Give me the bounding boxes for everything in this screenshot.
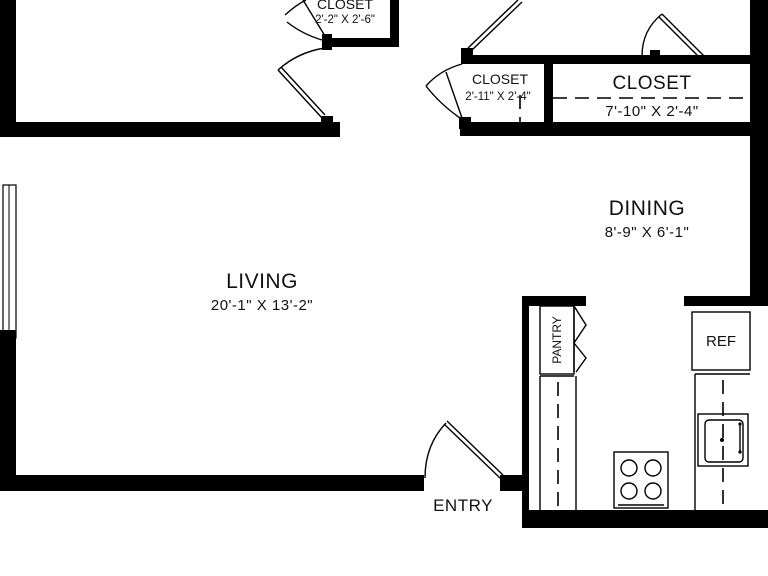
wall-right: [750, 0, 768, 306]
dining-dims: 8'-9" X 6'-1": [605, 224, 690, 241]
wall-living-north: [0, 122, 340, 137]
jamb-dining-door: [650, 50, 660, 62]
closet-small-name: CLOSET: [472, 71, 528, 87]
wall-kitchen-south: [522, 510, 768, 528]
living-dims: 20'-1" X 13'-2": [211, 297, 313, 314]
wall-closet-row-bottom: [460, 122, 768, 136]
wall-living-south: [0, 475, 424, 491]
pantry-box: [539, 305, 575, 375]
wall-left-upper: [0, 0, 16, 137]
jamb-closet-small: [461, 48, 473, 64]
closet-small-dims: 2'-11" X 2'-4": [465, 91, 530, 103]
refrigerator: [691, 311, 751, 371]
living-name: LIVING: [226, 270, 298, 293]
door-living-upper[interactable]: [277, 47, 326, 119]
closet-top-dims: 2'-2" X 2'-6": [315, 14, 375, 26]
wall-entry-right: [500, 475, 528, 491]
wall-closet-divider: [544, 56, 553, 136]
jamb-living-door: [321, 116, 333, 128]
labels: CLOSET 2'-2" X 2'-6" CLOSET 2'-11" X 2'-…: [211, 0, 736, 515]
wall-left-lower: [0, 338, 16, 490]
wall-kitchen-north-right: [684, 296, 768, 306]
closet-top-name: CLOSET: [317, 0, 373, 12]
wall-closet-row-top: [466, 55, 768, 64]
wall-top-closet-right: [390, 0, 399, 47]
pantry-label: PANTRY: [550, 316, 564, 364]
window-left: [0, 184, 17, 339]
door-upper-center[interactable]: [467, 0, 523, 51]
door-entry[interactable]: [424, 420, 504, 479]
walls: [0, 0, 768, 528]
wall-kitchen-west: [522, 296, 529, 528]
door-closet-small[interactable]: [425, 63, 463, 119]
closet-large-dims: 7'-10" X 2'-4": [605, 103, 698, 120]
stove: [613, 451, 669, 509]
door-pantry[interactable]: [573, 305, 587, 373]
door-dining-upper[interactable]: [641, 13, 707, 61]
wall-kitchen-north-left: [522, 296, 586, 306]
jamb-top-closet: [322, 34, 332, 50]
entry-label: ENTRY: [433, 496, 493, 515]
jamb-closet-small-bottom: [459, 117, 471, 129]
kitchen: [539, 305, 751, 510]
wall-top-closet-bottom: [322, 38, 392, 47]
dining-name: DINING: [609, 197, 686, 220]
closet-large-name: CLOSET: [612, 73, 691, 94]
door-top-closet[interactable]: [284, 0, 326, 41]
ref-label: REF: [706, 333, 736, 350]
sink: [697, 413, 749, 467]
